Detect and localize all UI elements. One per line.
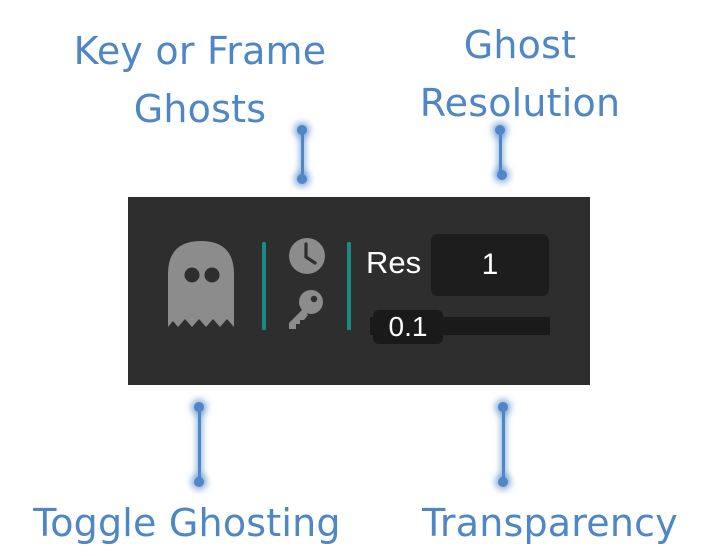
callout-line-2: Ghosts: [133, 87, 267, 131]
separator: [347, 242, 351, 330]
ghost-resolution-input[interactable]: 1: [431, 234, 549, 296]
clock-icon: [289, 238, 325, 274]
callout-line-1: Ghost: [463, 23, 577, 67]
callout-toggle-ghosting: Toggle Ghosting: [33, 501, 341, 545]
callout-line-2: Resolution: [419, 81, 621, 125]
leader-transparency: [502, 407, 505, 482]
separator: [262, 242, 266, 330]
leader-dot: [498, 477, 508, 487]
resolution-label: Res: [366, 245, 422, 280]
leader-toggle: [198, 407, 201, 482]
transparency-value[interactable]: 0.1: [373, 310, 443, 344]
key-ghosts-button[interactable]: [284, 289, 324, 331]
leader-key-or-frame: [301, 130, 304, 180]
leader-dot: [497, 170, 507, 180]
key-icon: [289, 290, 323, 329]
leader-ghost-resolution: [499, 130, 502, 175]
callout-line-1: Key or Frame: [73, 29, 327, 73]
callout-ghost-resolution: Ghost Resolution: [410, 16, 630, 132]
leader-dot: [297, 174, 307, 184]
ghost-toggle-button[interactable]: [164, 237, 238, 331]
leader-dot: [297, 125, 307, 135]
callout-key-or-frame-ghosts: Key or Frame Ghosts: [55, 22, 345, 138]
leader-dot: [495, 125, 505, 135]
ghost-icon: [168, 241, 234, 327]
frame-ghosts-button[interactable]: [288, 237, 326, 275]
leader-dot: [498, 402, 508, 412]
ghosting-panel: Res 1 0.1: [128, 197, 590, 385]
leader-dot: [194, 402, 204, 412]
callout-transparency: Transparency: [422, 501, 678, 545]
leader-dot: [194, 477, 204, 487]
